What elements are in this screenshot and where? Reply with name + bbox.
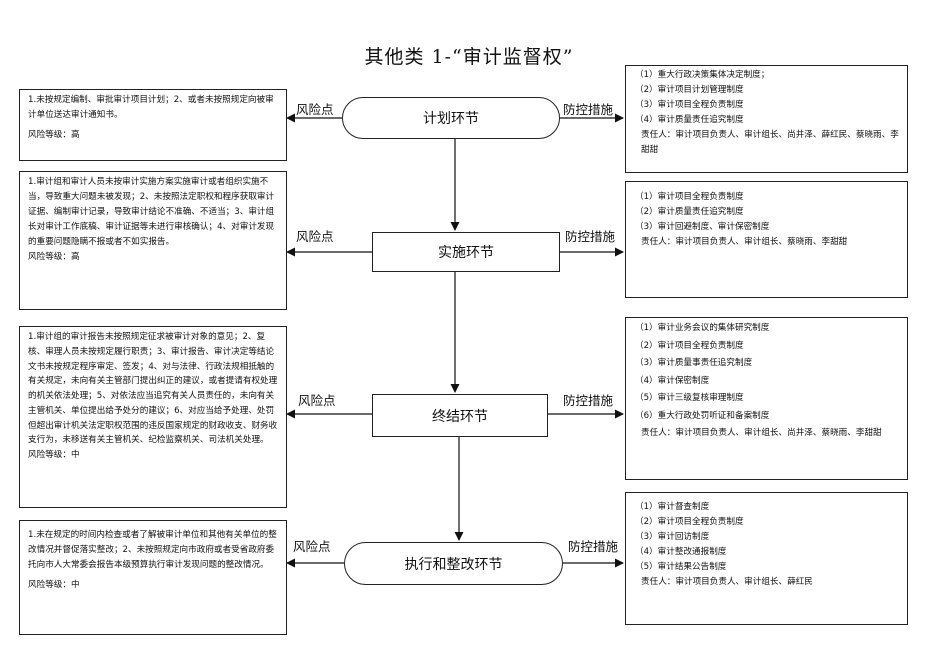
risk-text: 1.未按规定编制、审批审计项目计划；2、或者未按照规定向被审计单位送达审计通知书…: [28, 95, 274, 121]
responsible-persons: 责任人：审计项目负责人、审计组长、薛红民: [641, 577, 813, 588]
control-item: （2）审计项目计划管理制度: [635, 85, 744, 96]
risk-label: 风险点: [293, 539, 331, 554]
control-item: （3）审计项目全程负责制度: [635, 100, 744, 111]
risk-text: 1.审计组的审计报告未按照规定征求被审计对象的意见；2、复核、审理人员未按规定履…: [28, 332, 278, 446]
risk-level: 风险等级：高: [28, 130, 80, 141]
control-item: （3）审计质量事责任追究制度: [635, 358, 753, 369]
control-item: （4）审计质量责任追究制度: [635, 115, 744, 126]
control-item: （4）审计整改通报制度: [635, 547, 727, 558]
risk-label: 风险点: [296, 102, 334, 117]
control-item: （4）审计保密制度: [635, 375, 710, 386]
risk-box-rectification: 1.未在规定的时间内检查或者了解被审计单位和其他有关单位的整改情况并督促落实整改…: [19, 520, 287, 635]
control-box-conclusion: （1）审计业务会议的集体研究制度 （2）审计项目全程负责制度 （3）审计质量事责…: [625, 317, 908, 480]
control-item: （2）审计项目全程负责制度: [635, 340, 744, 351]
risk-label: 风险点: [298, 393, 336, 408]
control-item: （6）重大行政处罚听证和备案制度: [635, 411, 770, 422]
responsible-persons: 责任人：审计项目负责人、审计组长、蔡晓雨、李甜甜: [641, 237, 848, 248]
stage-label: 执行和整改环节: [404, 556, 503, 573]
control-item: （1）审计业务会议的集体研究制度: [635, 323, 770, 333]
control-item: （5）审计结果公告制度: [635, 562, 727, 573]
stage-label: 实施环节: [438, 245, 494, 261]
control-item: （3）审计回避制度、审计保密制度: [635, 222, 770, 233]
control-label: 防控措施: [568, 539, 619, 554]
responsible-persons: 责任人：审计项目负责人、审计组长、尚井泽、薛红民、蔡晓雨、李甜甜: [641, 130, 899, 156]
responsible-persons: 责任人：审计项目负责人、审计组长、尚井泽、蔡晓雨、李甜甜: [641, 427, 882, 438]
control-box-rectification: （1）审计督查制度 （2）审计项目全程负责制度 （3）审计回访制度 （4）审计整…: [625, 492, 908, 625]
control-label: 防控措施: [565, 229, 616, 244]
risk-level: 风险等级：高: [28, 252, 80, 263]
control-box-implementation: （1）审计项目全程负责制度 （2）审计质量责任追究制度 （3）审计回避制度、审计…: [625, 181, 908, 298]
stage-rectification: 执行和整改环节: [344, 542, 563, 585]
stage-plan: 计划环节: [342, 97, 560, 139]
control-item: （3）审计回访制度: [635, 532, 710, 543]
risk-text: 1.审计组和审计人员未按审计实施方案实施审计或者组织实施不当，导致重大问题未被发…: [28, 177, 275, 248]
control-item: （1）重大行政决策集体决定制度；: [635, 70, 770, 80]
stage-label: 计划环节: [423, 111, 479, 127]
control-label: 防控措施: [563, 102, 614, 117]
page-title: 其他类 1-“审计监督权”: [364, 46, 574, 68]
risk-box-conclusion: 1.审计组的审计报告未按照规定征求被审计对象的意见；2、复核、审理人员未按规定履…: [19, 326, 287, 508]
control-item: （1）审计督查制度: [635, 502, 710, 512]
risk-label: 风险点: [296, 229, 334, 244]
control-item: （1）审计项目全程负责制度: [635, 192, 744, 202]
control-box-plan: （1）重大行政决策集体决定制度； （2）审计项目计划管理制度 （3）审计项目全程…: [625, 65, 908, 173]
risk-level: 风险等级：中: [28, 580, 80, 591]
control-item: （2）审计项目全程负责制度: [635, 517, 744, 528]
risk-box-plan: 1.未按规定编制、审批审计项目计划；2、或者未按照规定向被审计单位送达审计通知书…: [19, 89, 287, 161]
stage-implementation: 实施环节: [372, 232, 560, 272]
control-label: 防控措施: [563, 393, 614, 408]
control-item: （5）审计三级复核审理制度: [635, 393, 744, 404]
control-item: （2）审计质量责任追究制度: [635, 207, 744, 218]
stage-conclusion: 终结环节: [372, 394, 548, 437]
stage-label: 终结环节: [432, 408, 488, 425]
risk-level: 风险等级：中: [28, 450, 80, 461]
risk-box-implementation: 1.审计组和审计人员未按审计实施方案实施审计或者组织实施不当，导致重大问题未被发…: [19, 171, 287, 310]
risk-text: 1.未在规定的时间内检查或者了解被审计单位和其他有关单位的整改情况并督促落实整改…: [28, 530, 277, 571]
